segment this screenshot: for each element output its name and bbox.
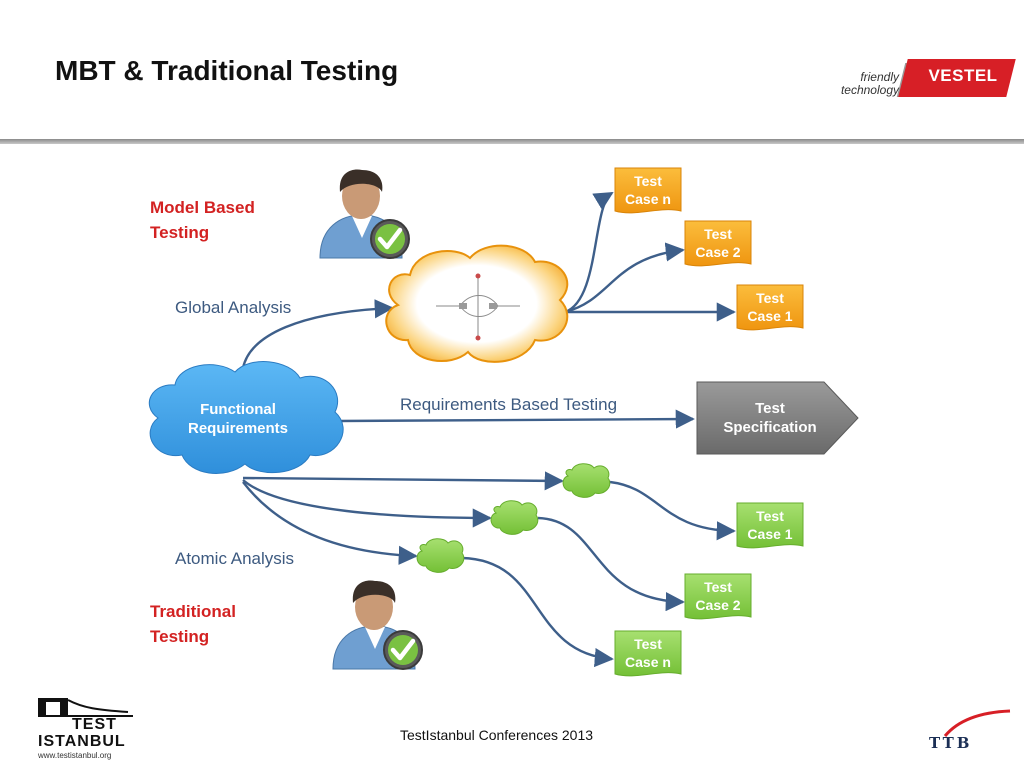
green-test-case-2: Test Case 2	[684, 573, 752, 620]
header-divider	[0, 139, 1024, 144]
vestel-name: VESTEL	[928, 66, 998, 85]
arrow-global-analysis	[241, 299, 394, 369]
atomic-analysis-label: Atomic Analysis	[175, 549, 295, 568]
green-test-case-n-line2: Case n	[625, 654, 671, 670]
ttb-logo: TTB	[925, 708, 1015, 760]
test-specification-box: Test Specification	[696, 381, 859, 455]
ttb-swoosh-icon	[943, 709, 1011, 737]
traditional-tester-icon	[332, 580, 423, 670]
orange-test-case-1: Test Case 1	[736, 284, 804, 331]
traditional-testing-label: Traditional Testing	[150, 599, 236, 649]
connectors	[241, 191, 736, 668]
vestel-tagline-2: technology	[840, 83, 899, 97]
green-test-case-n-line1: Test	[634, 636, 662, 652]
orange-test-case-n-line1: Test	[634, 173, 662, 189]
green-test-case-1-line2: Case 1	[747, 526, 792, 542]
green-test-case-2-line2: Case 2	[695, 597, 740, 613]
arrow-to-small-cloud-2	[242, 479, 492, 528]
test-istanbul-wordmark: TEST ISTANBUL	[38, 716, 126, 750]
orange-test-case-n-line2: Case n	[625, 191, 671, 207]
functional-requirements-label-1: Functional	[200, 401, 276, 418]
model-based-testing-label: Model Based Testing	[150, 195, 255, 245]
traditional-label-1: Traditional	[150, 602, 236, 621]
orange-test-case-2-line2: Case 2	[695, 244, 740, 260]
slide-title: MBT & Traditional Testing	[55, 55, 399, 86]
orange-test-case-1-line1: Test	[756, 290, 784, 306]
traditional-label-2: Testing	[150, 627, 210, 646]
arrow-to-orange-case-n	[564, 191, 614, 314]
arrow-to-small-cloud-3	[242, 481, 418, 565]
small-cloud-2	[490, 500, 539, 535]
test-specification-label-2: Specification	[723, 419, 816, 436]
arrow-to-green-case-1	[609, 480, 736, 541]
vestel-tagline: friendly technology	[835, 71, 899, 97]
model-cloud	[385, 244, 569, 363]
vestel-tagline-1: friendly	[860, 70, 899, 84]
orange-test-case-2-line1: Test	[704, 226, 732, 242]
arrow-to-small-cloud-1	[242, 471, 564, 491]
test-istanbul-word-2: ISTANBUL	[38, 733, 126, 750]
green-test-case-n: Test Case n	[614, 630, 682, 677]
orange-test-case-2: Test Case 2	[684, 220, 752, 267]
green-test-case-2-line1: Test	[704, 579, 732, 595]
arrow-requirements-based	[337, 409, 695, 429]
vestel-logo: friendly technology VESTEL	[835, 57, 1016, 99]
orange-test-case-n: Test Case n	[614, 167, 682, 214]
model-diagram-icon	[436, 273, 520, 341]
arrow-to-green-case-2	[537, 516, 685, 612]
small-cloud-3	[416, 538, 465, 573]
functional-requirements-label-2: Requirements	[188, 420, 288, 437]
test-istanbul-logo: TEST ISTANBUL www.testistanbul.org	[38, 696, 148, 762]
footer-text: TestIstanbul Conferences 2013	[400, 727, 594, 743]
arrow-to-orange-case-2	[564, 242, 685, 314]
test-istanbul-url: www.testistanbul.org	[38, 751, 112, 760]
test-specification-label-1: Test	[755, 400, 785, 417]
test-istanbul-word-1: TEST	[72, 716, 117, 733]
model-tester-icon	[319, 169, 410, 259]
global-analysis-label: Global Analysis	[175, 298, 292, 317]
bridge-icon	[38, 698, 133, 717]
arrow-to-green-case-n	[461, 556, 614, 668]
ttb-wordmark: TTB	[929, 734, 973, 752]
requirements-based-testing-label: Requirements Based Testing	[400, 395, 618, 414]
green-test-case-1: Test Case 1	[736, 502, 804, 549]
small-cloud-1	[562, 463, 611, 498]
green-test-case-1-line1: Test	[756, 508, 784, 524]
orange-test-case-1-line2: Case 1	[747, 308, 792, 324]
model-based-label-2: Testing	[150, 223, 210, 242]
model-based-label-1: Model Based	[150, 198, 255, 217]
functional-requirements-cloud: Functional Requirements	[148, 361, 344, 475]
